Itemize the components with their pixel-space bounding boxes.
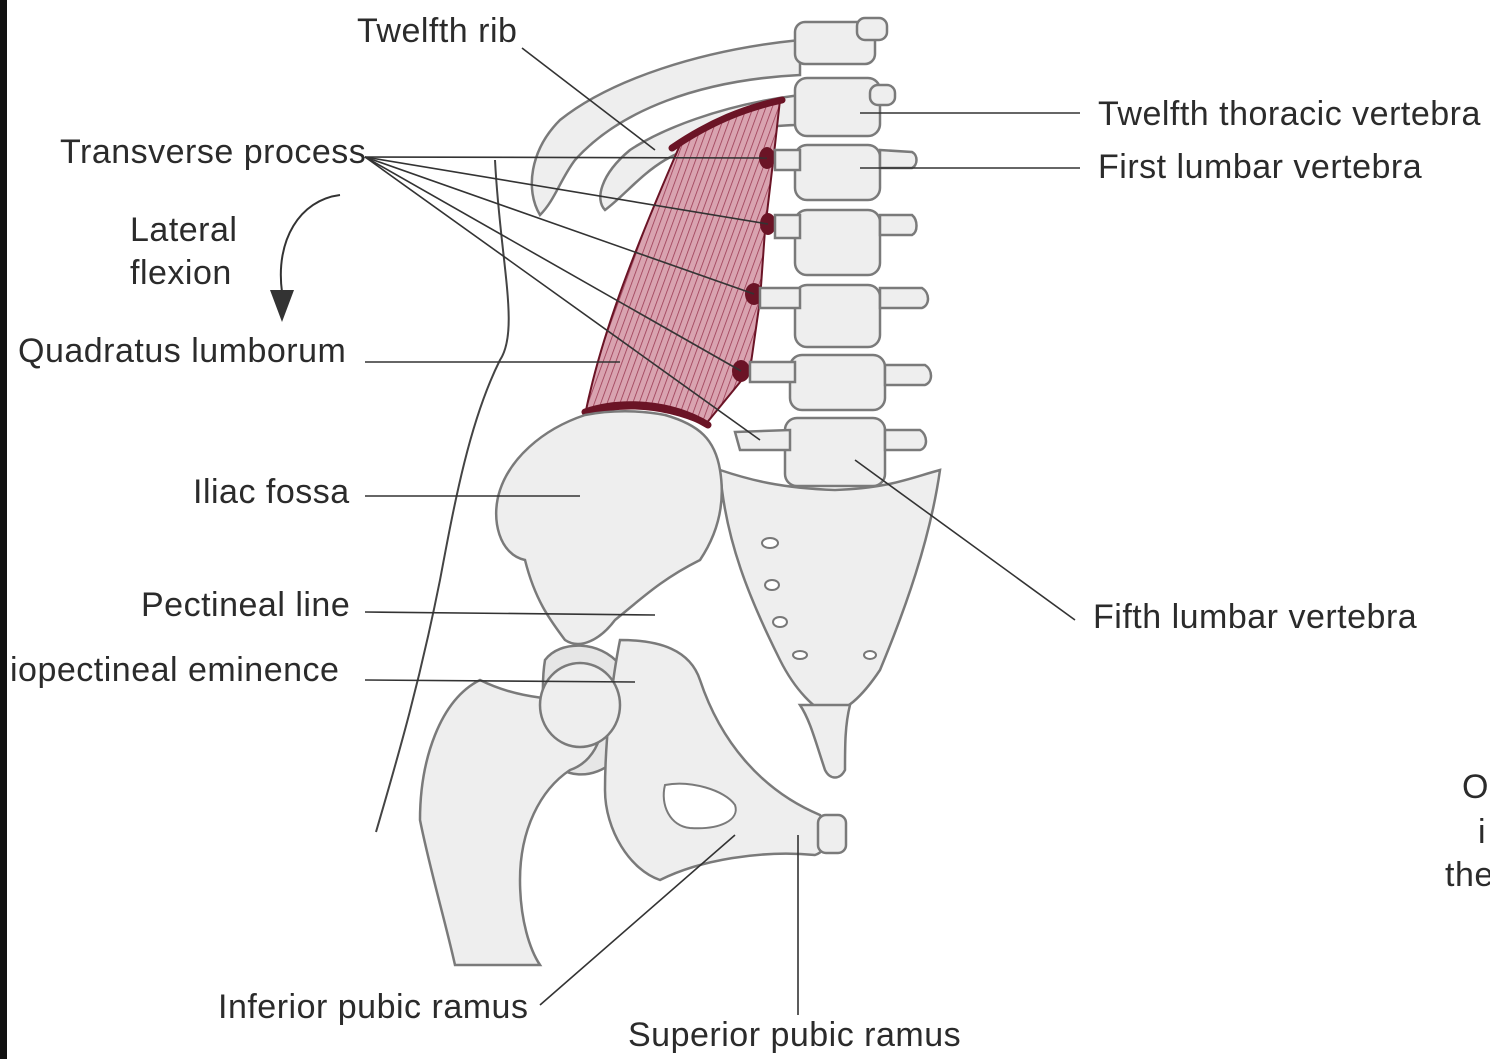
femoral-head bbox=[540, 663, 620, 747]
label-fifth-lumbar-vertebra: Fifth lumbar vertebra bbox=[1093, 600, 1417, 634]
lateral-flexion-arrow bbox=[281, 195, 340, 292]
label-twelfth-thoracic-vertebra: Twelfth thoracic vertebra bbox=[1098, 97, 1481, 131]
label-flexion: flexion bbox=[130, 256, 232, 290]
ilium bbox=[496, 411, 722, 644]
label-iliac-fossa: Iliac fossa bbox=[193, 475, 350, 509]
pubic-symphysis bbox=[818, 815, 846, 853]
arrow-head bbox=[270, 290, 294, 322]
cut-off-text-2: i bbox=[1478, 815, 1486, 849]
label-transverse-process: Transverse process bbox=[60, 135, 366, 169]
label-pectineal-line: Pectineal line bbox=[141, 588, 350, 622]
cut-off-text-3: the bbox=[1445, 858, 1490, 892]
label-twelfth-rib: Twelfth rib bbox=[357, 14, 517, 48]
label-lateral: Lateral bbox=[130, 213, 237, 247]
label-first-lumbar-vertebra: First lumbar vertebra bbox=[1098, 150, 1422, 184]
coccyx bbox=[800, 705, 850, 778]
sacrum bbox=[720, 470, 940, 715]
label-inferior-pubic-ramus: Inferior pubic ramus bbox=[218, 990, 528, 1024]
cut-off-text-1: O bbox=[1462, 770, 1489, 804]
label-quadratus-lumborum: Quadratus lumborum bbox=[18, 334, 346, 368]
label-superior-pubic-ramus: Superior pubic ramus bbox=[628, 1018, 961, 1052]
label-iliopectineal-eminence: iopectineal eminence bbox=[10, 653, 339, 687]
